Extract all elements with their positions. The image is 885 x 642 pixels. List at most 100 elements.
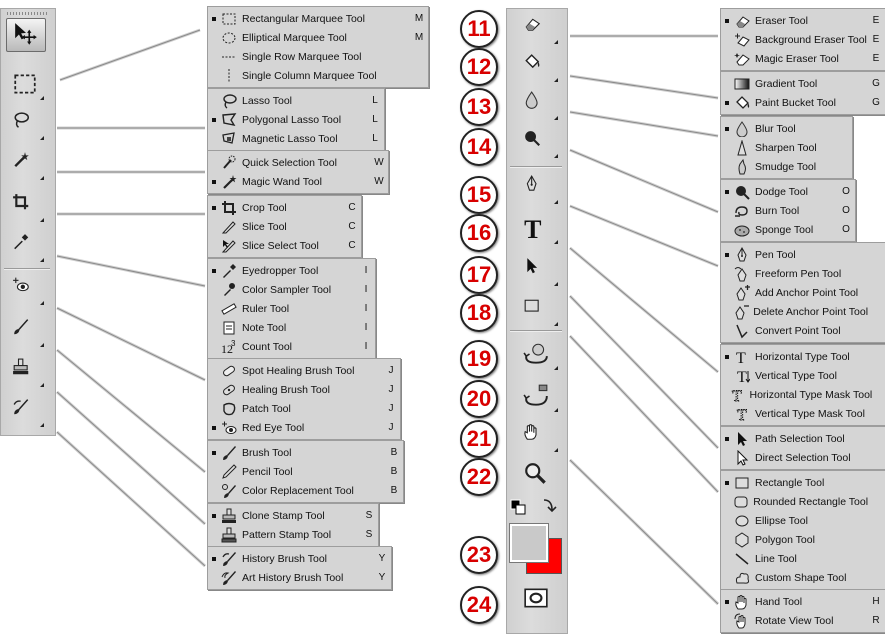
menu-item-icon (220, 263, 238, 279)
toolbar-button[interactable] (6, 190, 44, 222)
toolbar-button[interactable] (6, 315, 44, 347)
menu-item-label: Dodge Tool (755, 185, 808, 198)
toolbar-button[interactable] (6, 230, 44, 262)
toolbar-button[interactable] (6, 108, 44, 140)
vertical-type-icon: T (737, 369, 750, 384)
color-swatches[interactable] (508, 496, 564, 576)
menu-item[interactable]: Direct Selection Tool (721, 448, 885, 467)
toolbar-button[interactable] (514, 338, 558, 370)
toolbar-button[interactable] (514, 458, 558, 490)
flyout-arrow (554, 408, 558, 412)
toolbar-button[interactable] (6, 148, 44, 180)
menu-item[interactable]: Blur Tool (721, 119, 852, 138)
toolbar-button[interactable] (514, 380, 558, 412)
menu-item-label: Blur Tool (755, 122, 796, 135)
toolbar-button[interactable] (6, 395, 44, 427)
menu-item[interactable]: Line Tool (721, 549, 885, 568)
menu-item[interactable]: Single Column Marquee Tool (208, 66, 428, 85)
toolbar-button[interactable] (514, 50, 558, 82)
toolbar-button[interactable] (514, 172, 558, 204)
toolbar-button[interactable] (6, 68, 44, 100)
menu-item-icon (733, 222, 751, 238)
toolbar-button[interactable] (514, 12, 558, 44)
menu-item[interactable]: Sharpen Tool (721, 138, 852, 157)
toolbar-grip[interactable] (7, 12, 47, 15)
toolbar-button[interactable] (514, 88, 558, 120)
toolbar-button[interactable] (6, 273, 44, 305)
menu-item-label: Custom Shape Tool (755, 571, 847, 584)
menu-item[interactable]: Custom Shape Tool (721, 568, 885, 587)
menu-item[interactable]: Rectangle Tool (721, 473, 885, 492)
menu-item-label: Color Sampler Tool (242, 283, 332, 296)
menu-item[interactable]: Convert Point Tool (721, 321, 885, 340)
menu-item[interactable]: Pen Tool (721, 245, 885, 264)
menu-item[interactable]: Rounded Rectangle Tool (721, 492, 885, 511)
selected-marker (208, 117, 220, 122)
menu-item-shortcut: O (842, 224, 850, 235)
toolbar-button[interactable] (514, 254, 558, 286)
toolbar-button[interactable] (6, 355, 44, 387)
menu-item[interactable]: Add Anchor Point Tool (721, 283, 885, 302)
move-icon (15, 23, 37, 45)
default-colors-icon[interactable] (508, 496, 564, 576)
toolbar-button[interactable] (514, 420, 558, 452)
menu-item[interactable]: Single Row Marquee Tool (208, 47, 428, 66)
toolbar-button[interactable] (6, 18, 46, 52)
menu-item[interactable]: Smudge Tool (721, 157, 852, 176)
menu-item-icon: T (733, 349, 751, 365)
toolbar-button[interactable] (514, 582, 558, 614)
menu-item[interactable]: Polygon Tool (721, 530, 885, 549)
toolbar-button[interactable] (514, 126, 558, 158)
toolbar-button[interactable]: T (514, 212, 558, 244)
menu-item[interactable]: Ellipse Tool (721, 511, 885, 530)
menu-item[interactable]: Path Selection Tool (721, 429, 885, 448)
foreground-color-swatch[interactable] (509, 523, 549, 563)
connector-line-core (569, 75, 719, 99)
menu-item-icon (733, 184, 751, 200)
menu-item[interactable]: Delete Anchor Point Tool (721, 302, 885, 321)
toolbar-button[interactable] (514, 294, 558, 326)
menu-item[interactable]: Freeform Pen Tool (721, 264, 885, 283)
